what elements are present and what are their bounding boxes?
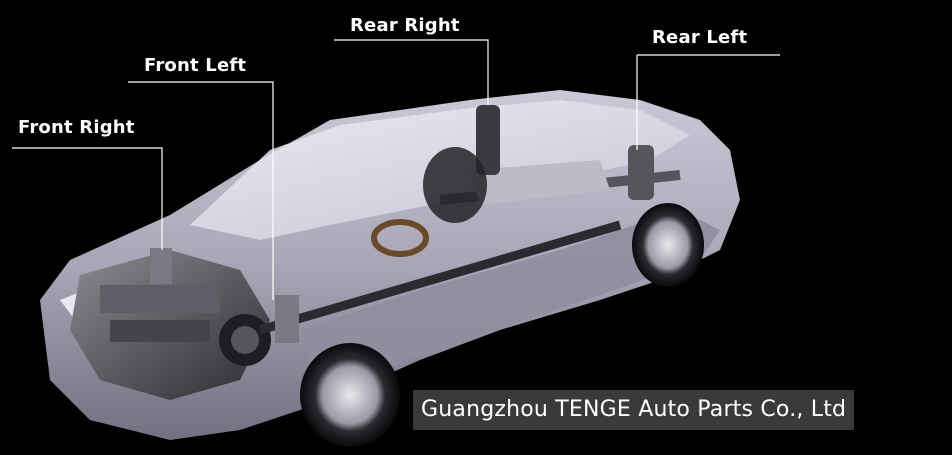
callout-front-right: Front Right xyxy=(12,117,141,138)
car-side-panel xyxy=(300,210,720,385)
wheel-rear-inner xyxy=(423,147,487,223)
wheel-front xyxy=(300,343,400,447)
engine xyxy=(70,250,271,400)
strut-front-left xyxy=(275,295,299,343)
drive-shaft xyxy=(258,220,622,335)
strut-rear-right xyxy=(476,105,500,175)
callout-rear-right: Rear Right xyxy=(344,15,466,36)
callout-rear-left: Rear Left xyxy=(646,27,754,48)
strut-rear-left xyxy=(628,145,654,200)
steering-wheel xyxy=(371,219,429,257)
strut-front-right xyxy=(150,248,172,284)
company-banner: Guangzhou TENGE Auto Parts Co., Ltd xyxy=(413,390,855,430)
callout-lines xyxy=(12,39,780,300)
wheel-rear xyxy=(632,203,704,287)
callout-front-left: Front Left xyxy=(138,55,253,76)
